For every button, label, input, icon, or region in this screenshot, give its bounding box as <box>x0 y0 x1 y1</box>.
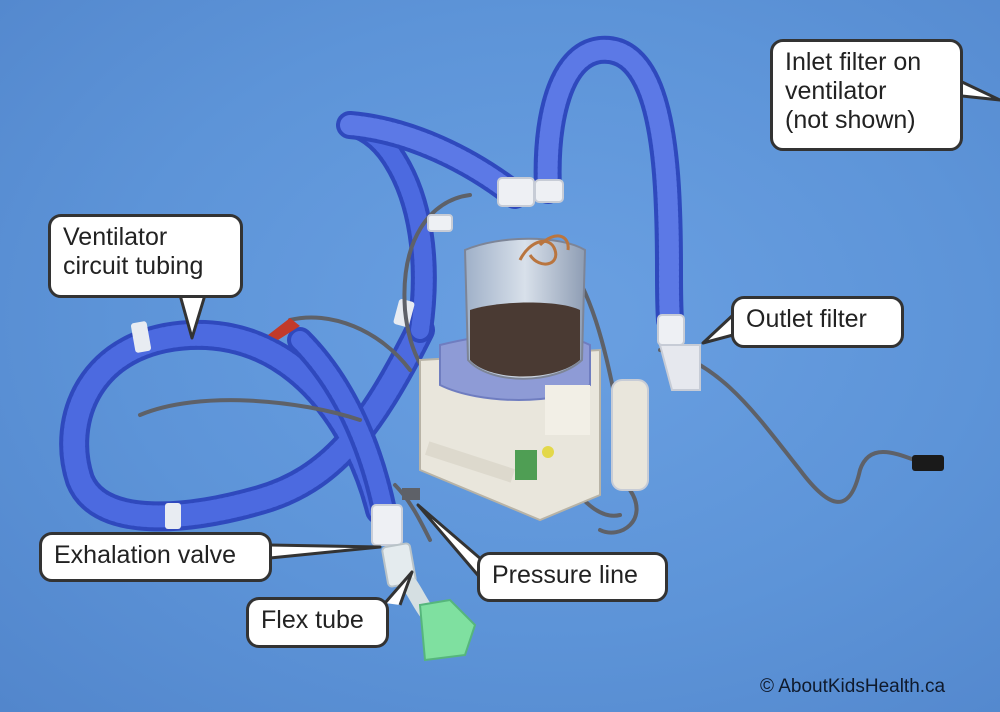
label-inlet-filter-line1: Inlet filter on <box>785 48 922 76</box>
label-inlet-filter-line3: (not shown) <box>785 106 916 134</box>
connectors <box>427 177 701 491</box>
label-circuit-tubing-line1: Ventilator <box>63 223 168 251</box>
probe-tip <box>268 318 300 340</box>
label-inlet-filter: Inlet filter on ventilator (not shown) <box>770 39 963 151</box>
circuit-tubing <box>59 35 684 532</box>
label-circuit-tubing: Ventilator circuit tubing <box>48 214 243 298</box>
copyright-credit: © AboutKidsHealth.ca <box>760 676 946 697</box>
label-flex-tube: Flex tube <box>246 597 389 648</box>
label-pressure-line: Pressure line <box>477 552 668 602</box>
label-exhalation-valve: Exhalation valve <box>39 532 272 582</box>
connector <box>912 455 944 471</box>
exhalation-assembly <box>371 488 477 662</box>
label-circuit-tubing-line2: circuit tubing <box>63 252 204 280</box>
humidifier <box>419 234 601 522</box>
label-outlet-filter: Outlet filter <box>731 296 904 348</box>
label-pointers <box>178 80 1000 606</box>
label-inlet-filter-line2: ventilator <box>785 77 887 105</box>
